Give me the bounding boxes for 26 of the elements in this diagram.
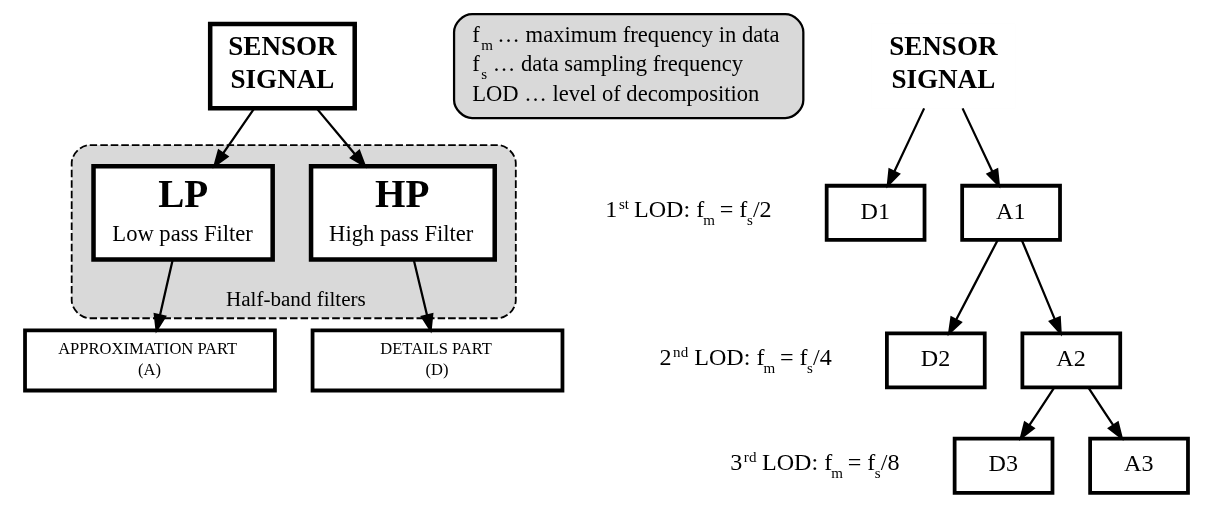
node-box: A2: [1020, 331, 1123, 390]
node-text: SENSOR SIGNAL: [889, 30, 998, 94]
node-box: D3: [952, 436, 1055, 495]
node-box: HP High pass Filter: [308, 163, 497, 262]
node-box: A1: [960, 183, 1062, 242]
arrow: [1019, 387, 1056, 441]
arrow: [153, 259, 174, 334]
label: 2$^{nd}$ LOD: f$_{m}$ = f$_{s}$/4: [659, 343, 832, 376]
arrow: [1020, 239, 1062, 337]
arrow: [886, 107, 926, 189]
node-box: A3: [1088, 436, 1190, 495]
arrow: [212, 107, 256, 169]
arrow: [412, 259, 434, 334]
label: 3$^{rd}$ LOD: f$_{m}$ = f$_{s}$/8: [730, 448, 900, 481]
node-box: D1: [824, 183, 927, 242]
arrow: [315, 107, 367, 169]
arrow: [961, 107, 1001, 189]
label: 1$^{st}$ LOD: f$_{m}$ = f$_{s}$/2: [605, 196, 772, 229]
node-box: APPROXIMATION PART (A): [23, 328, 277, 393]
arrow: [1087, 387, 1124, 441]
arrow: [947, 239, 999, 337]
node-box: f$_{m}$ … maximum frequency in data f$_{s}$ … data sampling frequency LOD … level of decomposition: [452, 13, 805, 120]
node-box: DETAILS PART (D): [310, 328, 565, 393]
node-box: SENSOR SIGNAL: [207, 21, 357, 111]
node-box: LP Low pass Filter: [91, 163, 275, 262]
node-box: D2: [885, 331, 987, 390]
